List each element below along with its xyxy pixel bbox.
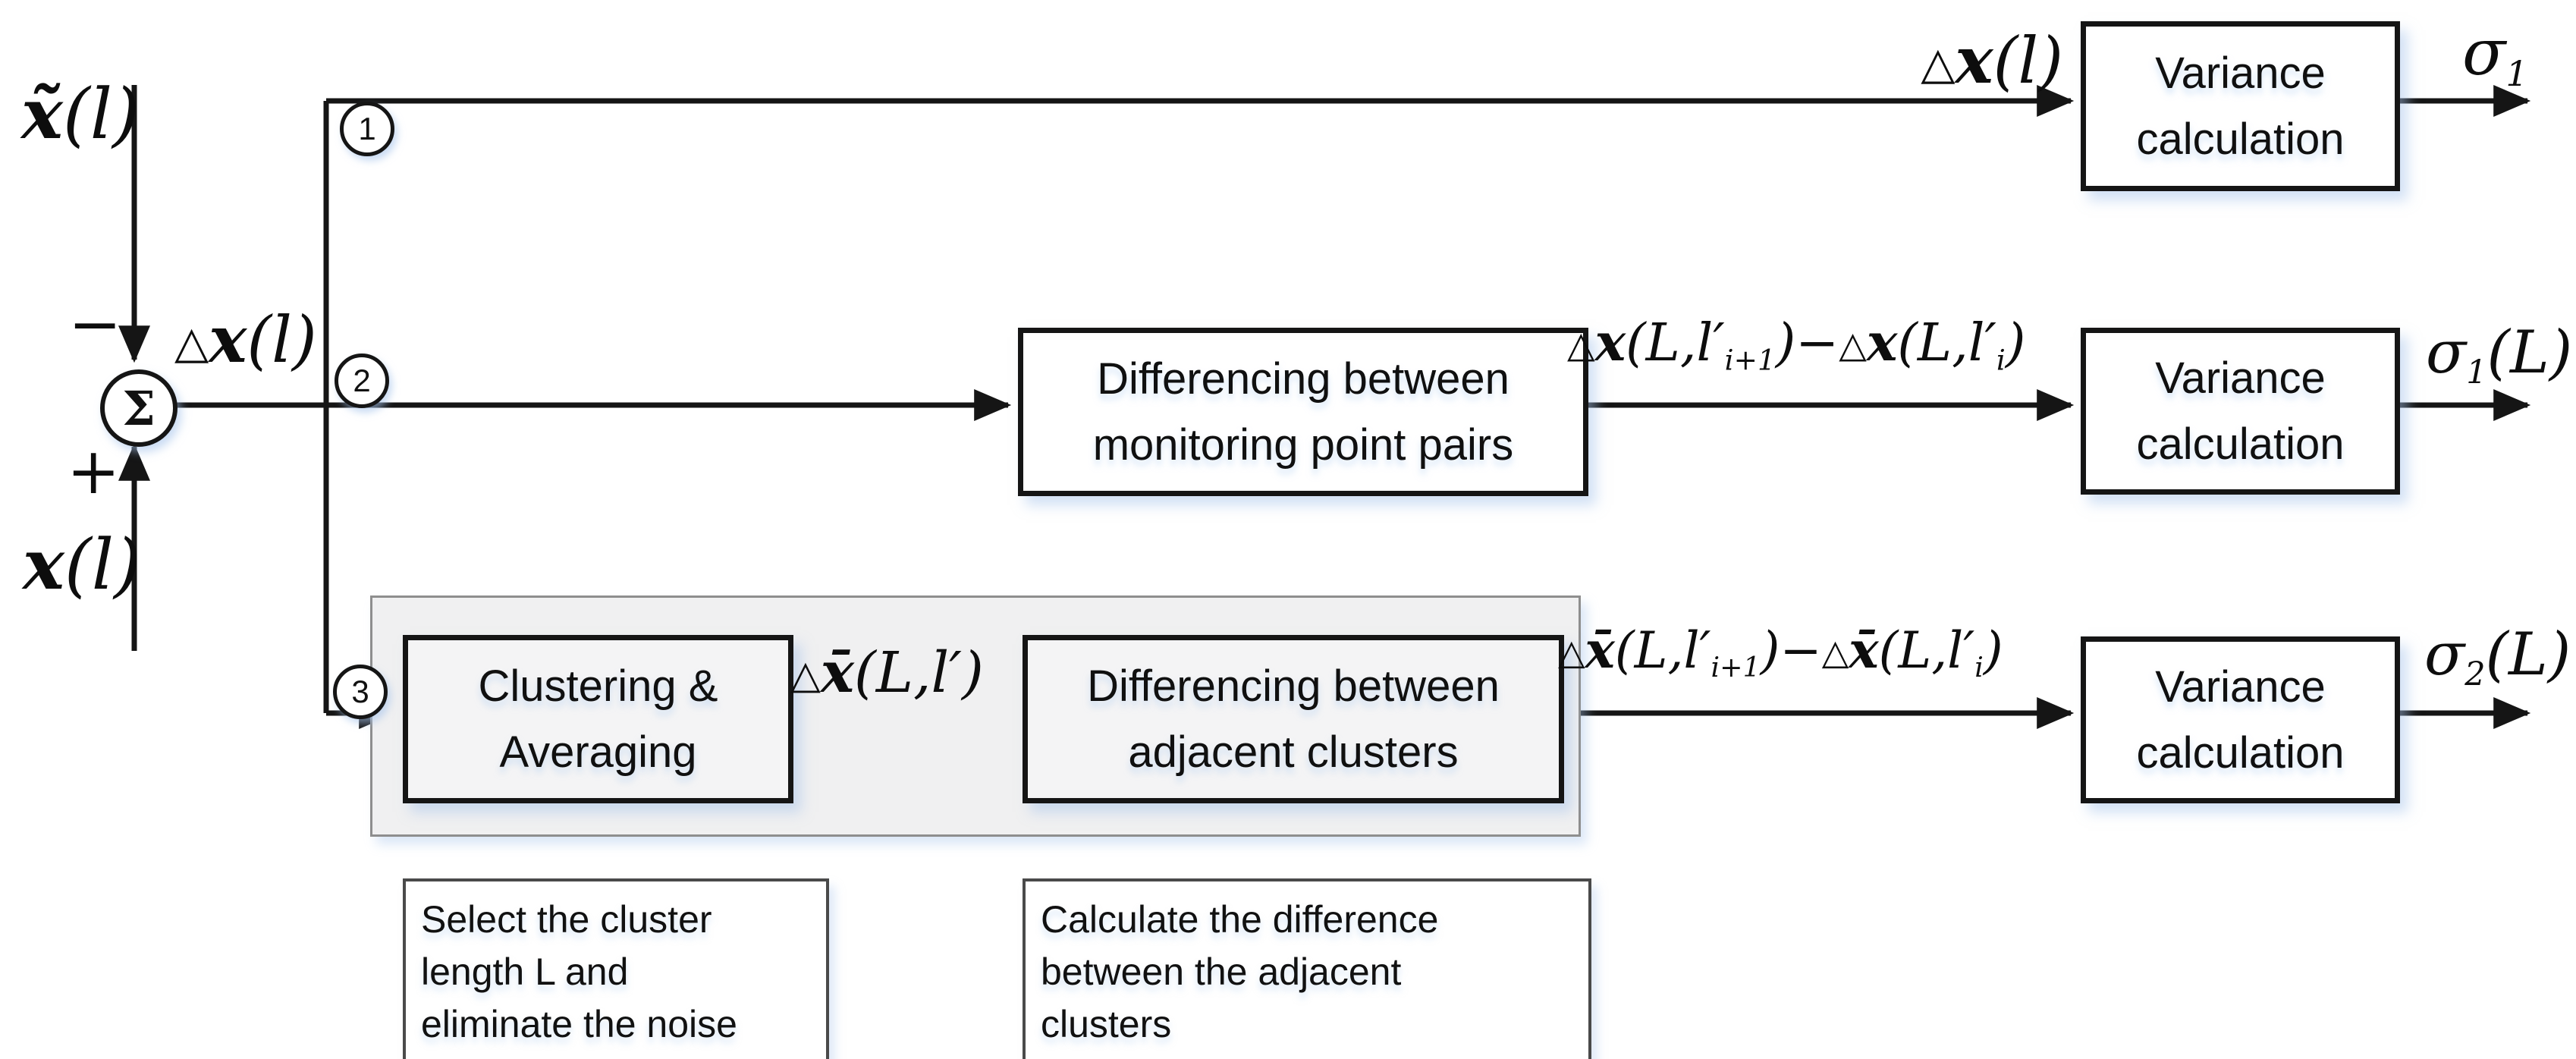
note-calculate-difference: Calculate the difference between the adj… — [1023, 878, 1591, 1059]
input-label-x: x(l) — [23, 523, 142, 605]
plus-sign: + — [67, 434, 121, 508]
differencing-monitoring-pairs-box: Differencing between monitoring point pa… — [1018, 328, 1588, 496]
variance-calculation-box-1: Variance calculation — [2081, 21, 2400, 191]
differencing-adjacent-clusters-box: Differencing between adjacent clusters — [1023, 635, 1564, 803]
sigma2L-output-label: σ2(L) — [2424, 621, 2571, 693]
minus-sign: − — [68, 287, 122, 361]
branch-marker-3: 3 — [333, 665, 388, 719]
branch-marker-1: 1 — [340, 102, 394, 156]
summing-junction: Σ — [100, 369, 177, 447]
sigma-sum-symbol: Σ — [122, 380, 156, 436]
sigma1-output-label: σ1 — [2462, 15, 2528, 95]
note-select-cluster-length: Select the cluster length L and eliminat… — [403, 878, 829, 1059]
row2-difference-label: △x(L,l′i+1)−△x(L,l′i) — [1567, 313, 2026, 377]
branch-marker-2: 2 — [335, 354, 389, 408]
row3-mean-label: △x̄(L,l′) — [790, 640, 984, 705]
clustering-averaging-box: Clustering & Averaging — [403, 635, 793, 803]
input-label-x-tilde: x̃(l) — [21, 73, 140, 155]
row3-difference-label: △x̄(L,l′i+1)−△x̄(L,l′i) — [1558, 621, 2003, 684]
sum-output-label: △x(l) — [174, 302, 317, 377]
variance-calculation-box-2: Variance calculation — [2081, 328, 2400, 495]
sigma1L-output-label: σ1(L) — [2426, 319, 2573, 391]
row1-signal-label: △x(l) — [1921, 23, 2063, 98]
variance-calculation-box-3: Variance calculation — [2081, 636, 2400, 803]
